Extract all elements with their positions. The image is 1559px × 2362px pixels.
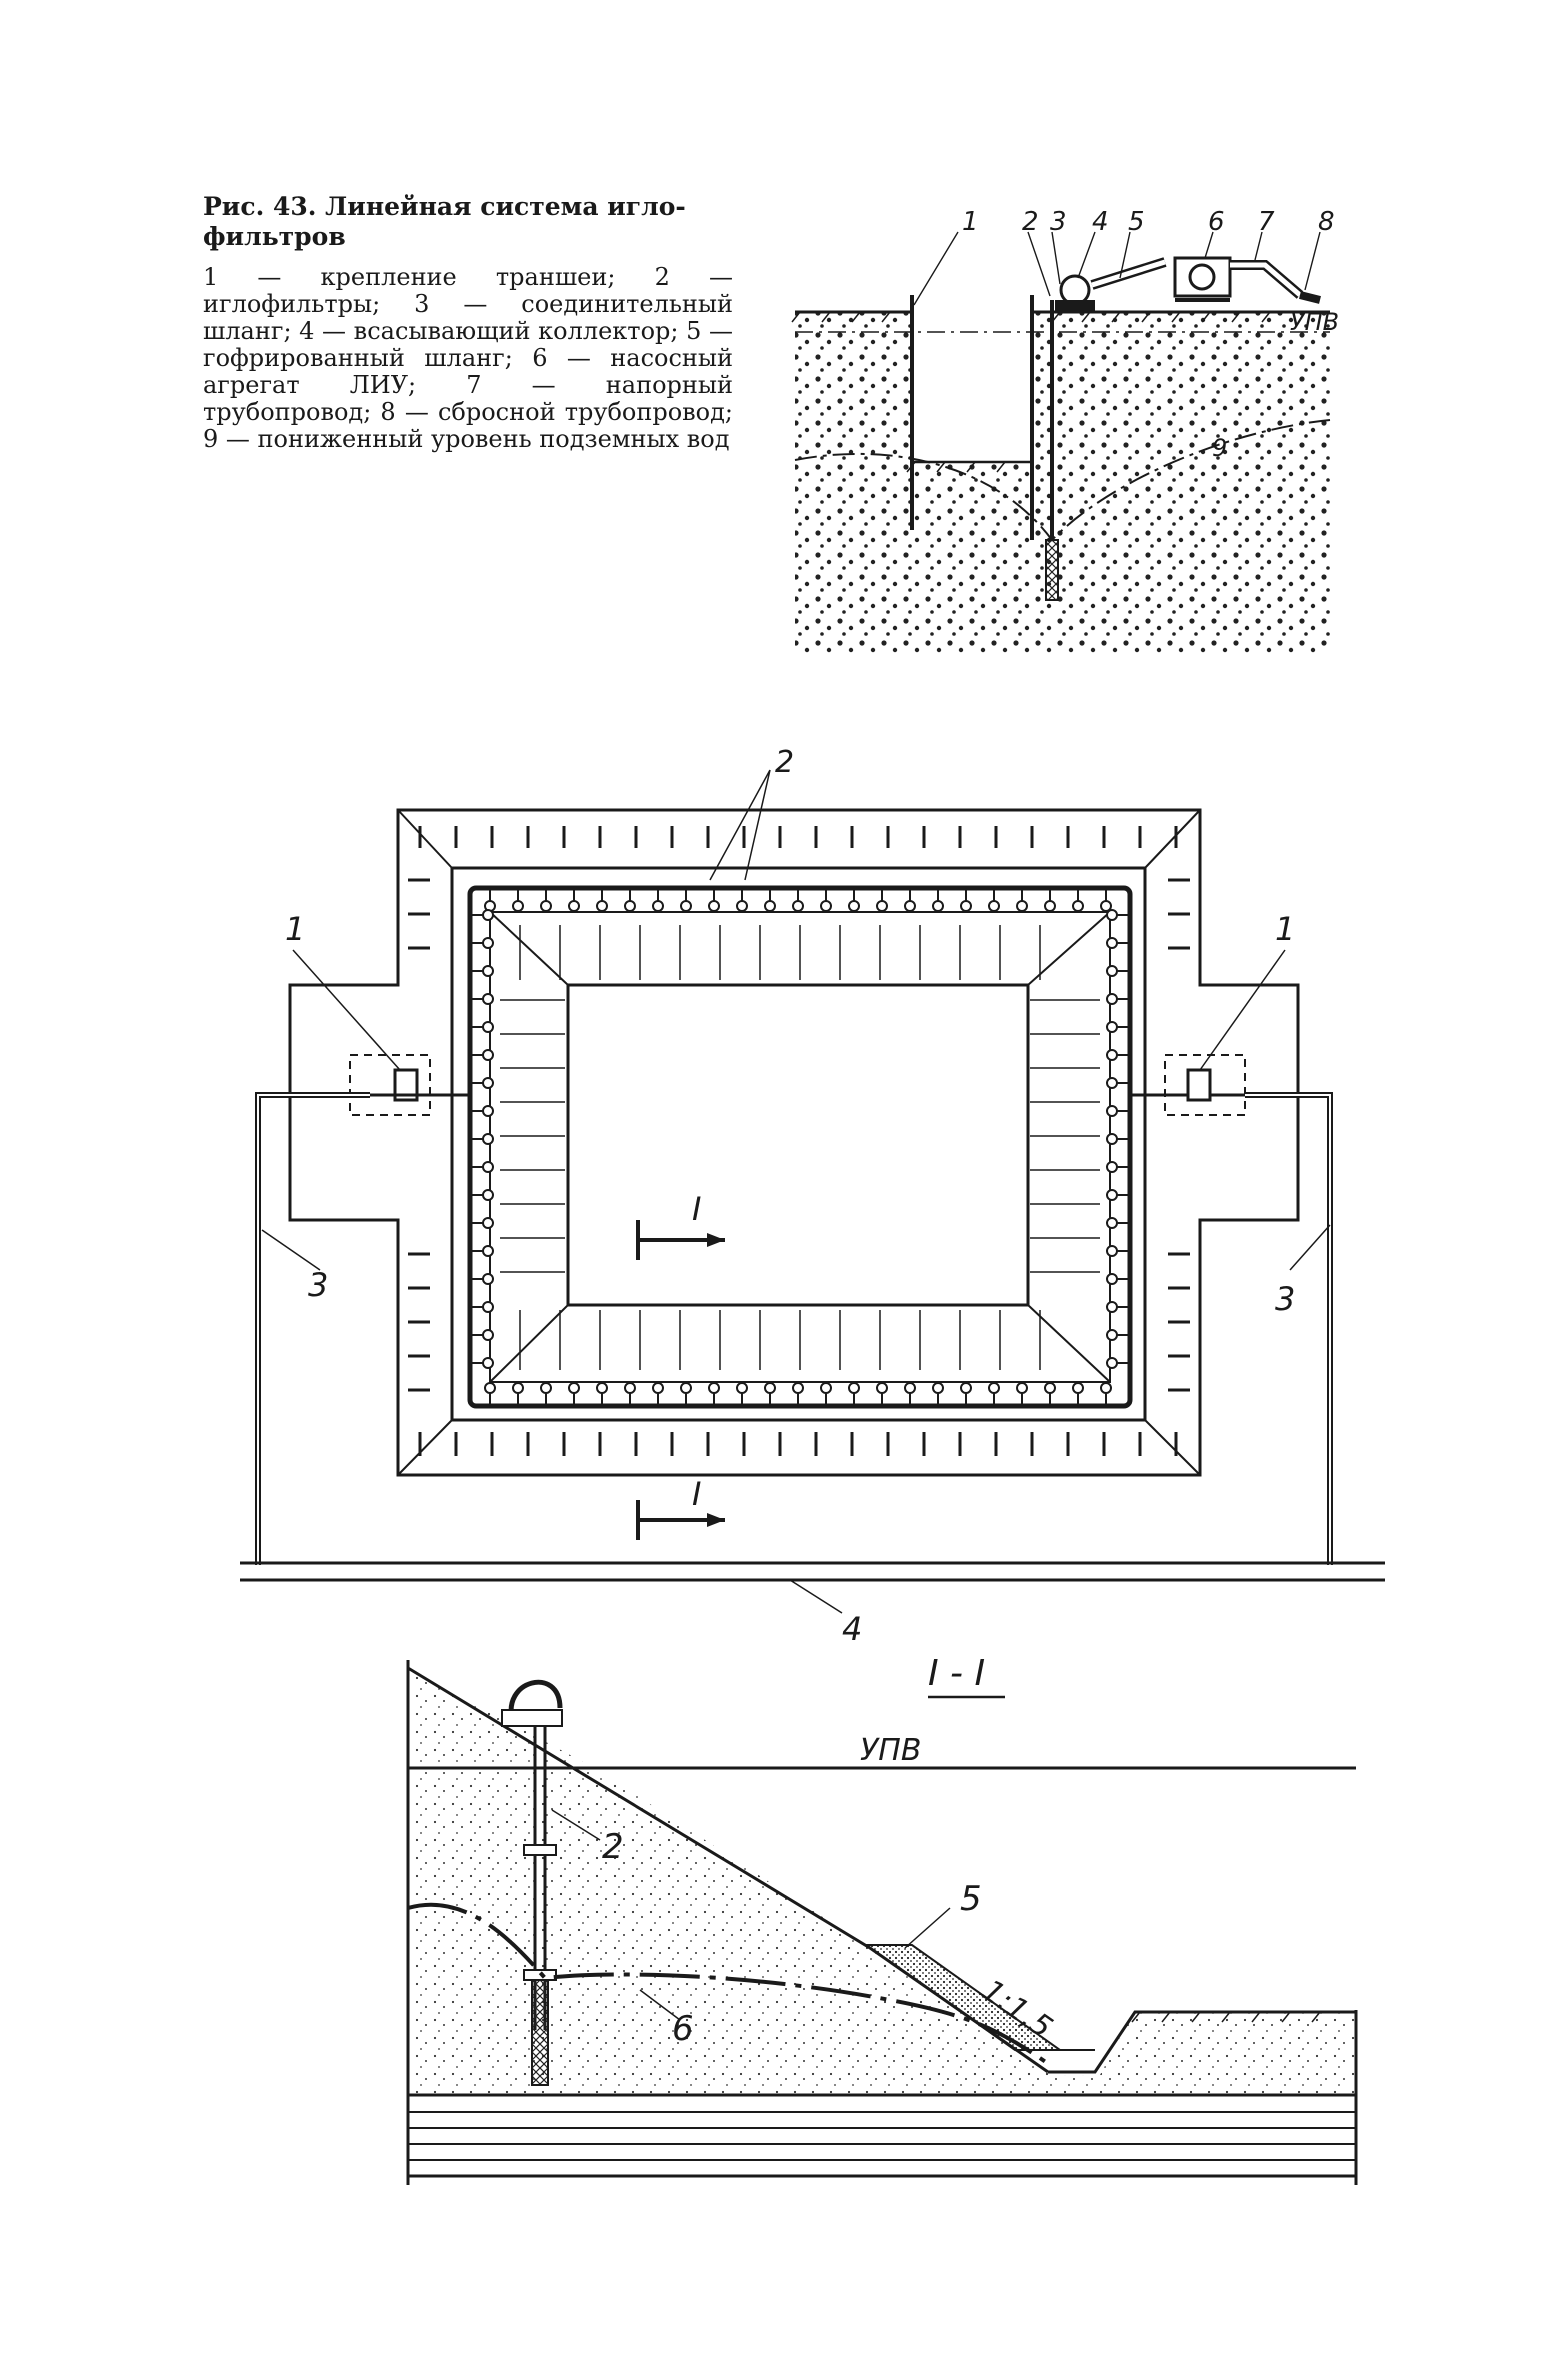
slope-hatching bbox=[408, 826, 1190, 1456]
collector-ring bbox=[467, 885, 1133, 1409]
needle-filters-ring bbox=[470, 888, 1130, 1406]
top-number-label: 8 bbox=[1318, 207, 1335, 237]
hose-label-right: 3 bbox=[1275, 1280, 1295, 1318]
pump-label-right: 1 bbox=[1275, 910, 1295, 948]
needle-filter-label: 2 bbox=[775, 745, 794, 780]
top-level-label: УПВ bbox=[1290, 308, 1339, 336]
top-number-label: 2 bbox=[1022, 207, 1039, 237]
connecting-hose-right bbox=[1245, 1092, 1333, 1565]
section-lowered-water-curve bbox=[407, 1902, 1052, 2067]
connecting-hose-left bbox=[255, 1092, 370, 1565]
top-number-label: 6 bbox=[1208, 207, 1225, 237]
section-needle-head bbox=[508, 1679, 563, 1723]
section-label-bottom: I bbox=[692, 1475, 701, 1513]
top-number-label: 5 bbox=[1128, 207, 1145, 237]
bedrock-layers bbox=[408, 2093, 1356, 2178]
section-I-I-figure: I - I УПВ 2 5 1:1,5 6 bbox=[406, 1653, 1358, 2185]
pump-right bbox=[1186, 1068, 1212, 1102]
top-number-label: 7 bbox=[1258, 207, 1275, 237]
trench-cutout bbox=[912, 307, 1032, 462]
lowered-water-label: 9 bbox=[1212, 434, 1227, 462]
soil-body bbox=[408, 1668, 1356, 2095]
discharge-pipe bbox=[1299, 291, 1321, 304]
section-title: I - I bbox=[928, 1653, 985, 1694]
figure-caption: Рис. 43. Линейная система игло-фильтров … bbox=[203, 192, 733, 453]
hose-label-left: 3 bbox=[308, 1266, 328, 1304]
connecting-hose bbox=[1059, 274, 1091, 306]
pit-bottom bbox=[566, 983, 1030, 1307]
soil-hatching bbox=[795, 313, 1330, 653]
section-needle-screen bbox=[531, 1969, 549, 2086]
suction-collector bbox=[1055, 300, 1095, 312]
caption-title: Рис. 43. Линейная система игло-фильтров bbox=[203, 192, 686, 251]
needle-filter-screen bbox=[1045, 539, 1059, 601]
top-number-label: 3 bbox=[1050, 207, 1067, 237]
lowered-water-curve bbox=[794, 419, 1331, 542]
caption-legend: 1 — крепление траншеи; 2 — иглофильтры; … bbox=[203, 263, 733, 453]
plan-figure: 2 1 1 3 3 4 I I bbox=[240, 745, 1385, 1648]
pump-label-left: 1 bbox=[285, 910, 305, 948]
section-level-label: УПВ bbox=[860, 1733, 921, 1768]
pump-left bbox=[393, 1068, 419, 1102]
section-needle-label: 2 bbox=[602, 1827, 624, 1867]
top-number-label: 1 bbox=[962, 207, 979, 237]
collector-label: 4 bbox=[842, 1610, 862, 1648]
top-number-label: 4 bbox=[1092, 207, 1109, 237]
pressure-pipe bbox=[1230, 260, 1304, 299]
section-label-top: I bbox=[692, 1190, 701, 1228]
excavation-inner-contour bbox=[450, 866, 1147, 1422]
section-curve-label: 6 bbox=[672, 2009, 694, 2049]
section-hose-label: 5 bbox=[960, 1879, 982, 1919]
